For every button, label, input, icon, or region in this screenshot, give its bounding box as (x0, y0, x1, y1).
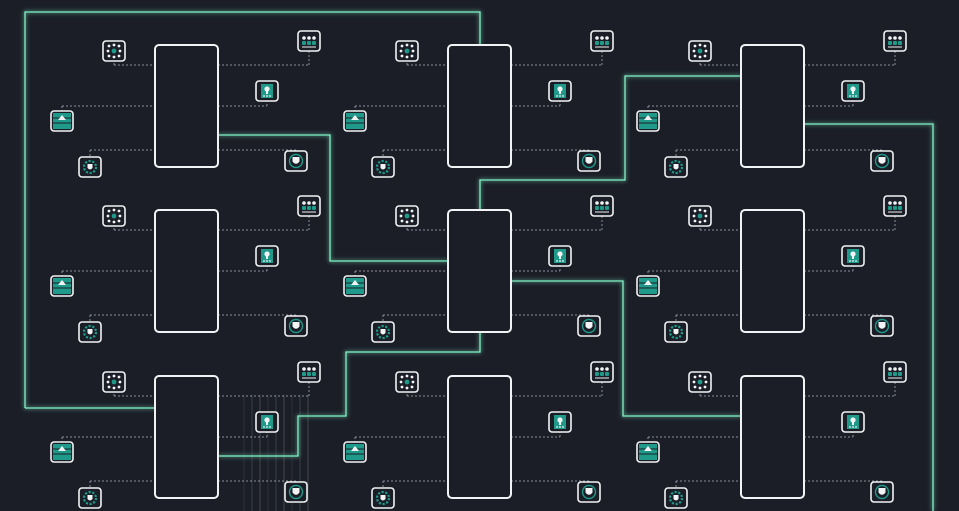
users-icon (590, 30, 614, 52)
shield-icon (870, 315, 894, 337)
node-r1-c2-panel (447, 44, 512, 168)
shield-icon (577, 315, 601, 337)
document-lock-icon (255, 245, 279, 267)
cluster-icon (688, 371, 712, 393)
cluster-icon (395, 205, 419, 227)
glow-connection-layer (24, 11, 934, 511)
node-r3-c2-panel (447, 375, 512, 499)
node-r2-c3-panel (740, 209, 805, 333)
glow-connection-node-r2-c2-to-node-r3-c1 (218, 332, 481, 457)
node-panel-layer (154, 44, 805, 499)
cluster-icon (395, 371, 419, 393)
node-r2-c1-panel (154, 209, 219, 333)
gear-shield-icon (371, 321, 395, 343)
firewall-icon (636, 110, 660, 132)
glow-connection-node-r1-c1-to-node-r2-c2 (24, 11, 481, 408)
node-r3-c1-panel (154, 375, 219, 499)
shield-icon (284, 481, 308, 503)
node-r1-c3-panel (740, 44, 805, 168)
document-lock-icon (255, 80, 279, 102)
firewall-icon (343, 275, 367, 297)
firewall-icon (343, 441, 367, 463)
glow-connection-node-r2-c2-to-node-r3-c3 (511, 280, 741, 417)
firewall-icon (50, 441, 74, 463)
gear-shield-icon (78, 156, 102, 178)
shield-icon (577, 481, 601, 503)
document-lock-icon (841, 80, 865, 102)
users-icon (297, 30, 321, 52)
users-icon (297, 361, 321, 383)
shield-icon (577, 150, 601, 172)
firewall-icon (636, 441, 660, 463)
gear-shield-icon (664, 321, 688, 343)
cluster-icon (102, 371, 126, 393)
glow-connection-node-r1-c3-to-exit-right (804, 123, 934, 511)
document-lock-icon (841, 245, 865, 267)
firewall-icon (636, 275, 660, 297)
users-icon (883, 195, 907, 217)
node-r1-c1-panel (154, 44, 219, 168)
users-icon (297, 195, 321, 217)
firewall-icon (50, 110, 74, 132)
cluster-icon (102, 205, 126, 227)
gear-shield-icon (78, 321, 102, 343)
document-lock-icon (841, 411, 865, 433)
document-lock-icon (548, 245, 572, 267)
gear-shield-icon (78, 487, 102, 509)
document-lock-icon (548, 411, 572, 433)
gear-shield-icon (664, 156, 688, 178)
firewall-icon (343, 110, 367, 132)
shield-icon (284, 315, 308, 337)
node-icon-layer (50, 30, 907, 509)
cluster-icon (395, 40, 419, 62)
shield-icon (284, 150, 308, 172)
cluster-icon (688, 40, 712, 62)
shield-icon (870, 481, 894, 503)
glow-connection-node-r2-c2-to-node-r1-c3 (479, 75, 741, 210)
users-icon (590, 195, 614, 217)
node-r2-c2-panel (447, 209, 512, 333)
firewall-icon (50, 275, 74, 297)
cluster-icon (688, 205, 712, 227)
cluster-icon (102, 40, 126, 62)
users-icon (883, 361, 907, 383)
users-icon (883, 30, 907, 52)
shield-icon (870, 150, 894, 172)
users-icon (590, 361, 614, 383)
document-lock-icon (255, 411, 279, 433)
gear-shield-icon (371, 487, 395, 509)
node-r3-c3-panel (740, 375, 805, 499)
document-lock-icon (548, 80, 572, 102)
gear-shield-icon (371, 156, 395, 178)
gear-shield-icon (664, 487, 688, 509)
